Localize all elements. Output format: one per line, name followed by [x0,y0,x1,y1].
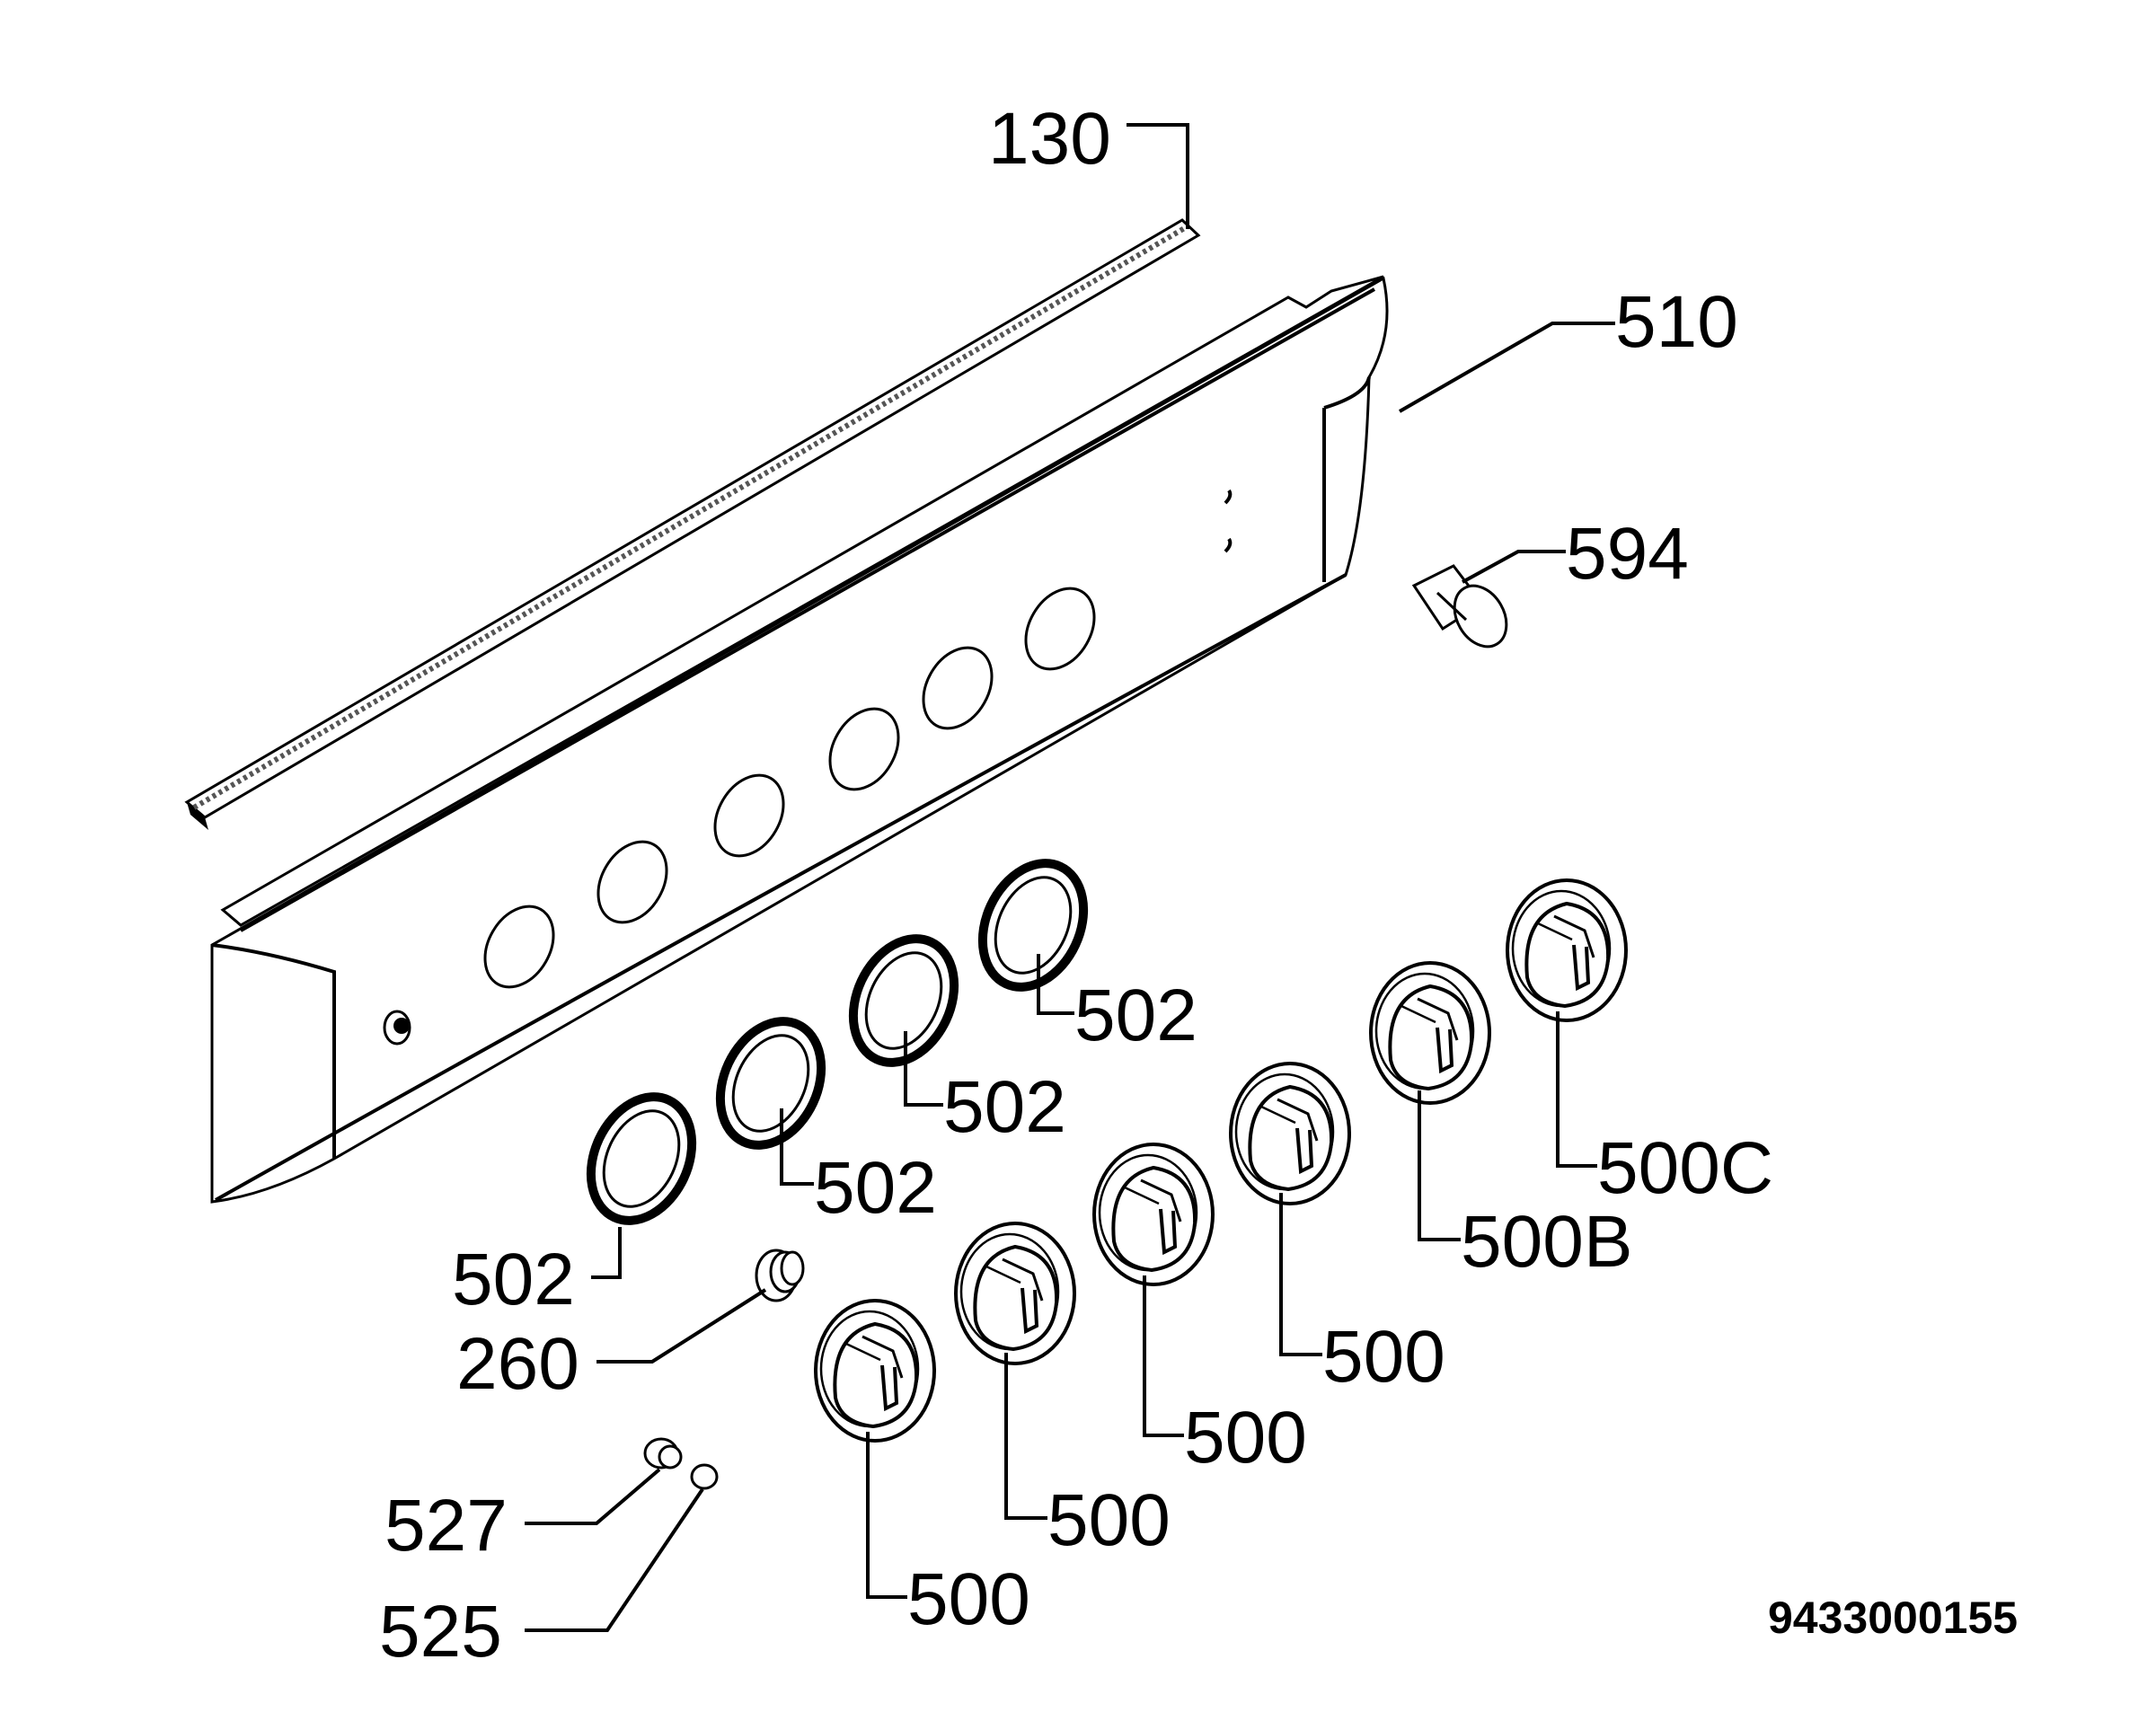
label-130: 130 [988,98,1111,180]
label-527: 527 [384,1485,508,1567]
label-510: 510 [1615,281,1738,363]
knob-3 [1092,1143,1215,1286]
label-500C: 500C [1597,1127,1773,1209]
label-502-c: 502 [814,1147,937,1229]
strip-part [184,218,1201,830]
panel-holes [383,489,1233,1046]
label-500-2: 500 [1047,1479,1171,1561]
spring-part [755,1249,805,1302]
knob-6 [1506,878,1628,1022]
small-parts [643,1437,719,1490]
label-500-3: 500 [1184,1397,1307,1478]
label-260: 260 [456,1323,579,1405]
part-labels: 130 510 594 502 502 502 502 260 527 525 … [379,98,2018,1672]
knob-4 [1229,1062,1351,1205]
label-502-d: 502 [452,1239,575,1320]
knobs-group [814,878,1628,1443]
label-594: 594 [1566,513,1689,595]
knob-1 [814,1299,936,1443]
rings-group [586,859,1089,1225]
label-500-4: 500 [1322,1316,1445,1398]
leader-lines [525,123,1615,1632]
knob-2 [954,1222,1076,1365]
label-500-1: 500 [907,1558,1030,1640]
label-502-b: 502 [943,1066,1066,1148]
document-number: 9433000155 [1768,1593,2018,1643]
label-502-a: 502 [1074,975,1197,1056]
label-525: 525 [379,1591,502,1672]
control-panel-part [210,275,1389,1204]
label-500B: 500B [1461,1201,1633,1283]
knob-5 [1369,961,1491,1105]
